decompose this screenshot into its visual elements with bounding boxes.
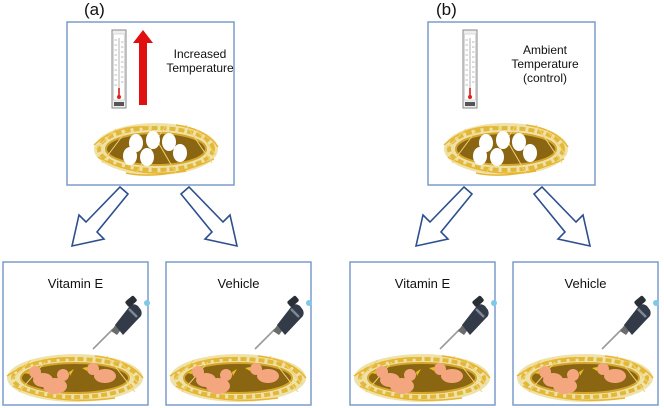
condition-line-1: Ambient: [522, 43, 568, 57]
nest-with-chicks-icon: [515, 352, 655, 404]
pipette-icon: [600, 293, 661, 351]
panel-letter-b: (b): [436, 0, 457, 19]
group-box-vitamin-e-b: [349, 261, 496, 406]
condition-label-b: Ambient Temperature (control): [500, 43, 590, 85]
group-label-vitamin-e-a: Vitamin E: [47, 276, 104, 291]
nest-with-chicks-icon: [168, 352, 308, 404]
pipette-icon: [253, 293, 314, 351]
arrow-to-vehicle-b: [532, 185, 592, 248]
nest-with-eggs-icon: [442, 121, 570, 178]
thermometer-icon: [111, 29, 127, 109]
nest-with-chicks-icon: [352, 352, 492, 404]
group-label-vitamin-e-b: Vitamin E: [394, 276, 451, 291]
arrow-to-vitamin-e-b: [414, 185, 474, 248]
arrow-to-vehicle-a: [179, 185, 239, 248]
condition-line-2: Temperature: [511, 57, 579, 71]
group-box-vehicle-a: [165, 261, 312, 406]
group-box-vehicle-b: [512, 261, 659, 406]
group-label-vehicle-a: Vehicle: [217, 276, 260, 291]
pipette-icon: [91, 293, 152, 351]
panel-letter-a: (a): [84, 0, 105, 19]
nest-with-eggs-icon: [92, 121, 220, 178]
group-label-vehicle-b: Vehicle: [564, 276, 607, 291]
nest-with-chicks-icon: [5, 352, 145, 404]
panel-b-treatment-box: [427, 21, 596, 186]
thermometer-icon: [462, 29, 478, 109]
pipette-icon: [438, 293, 499, 351]
heat-arrow-icon: [133, 30, 153, 105]
condition-label-a: Increased Temperature: [166, 47, 234, 75]
panel-a-treatment-box: [66, 21, 235, 186]
arrow-to-vitamin-e-a: [70, 185, 130, 248]
condition-line-3: (control): [522, 71, 567, 85]
group-box-vitamin-e-a: [2, 261, 149, 406]
